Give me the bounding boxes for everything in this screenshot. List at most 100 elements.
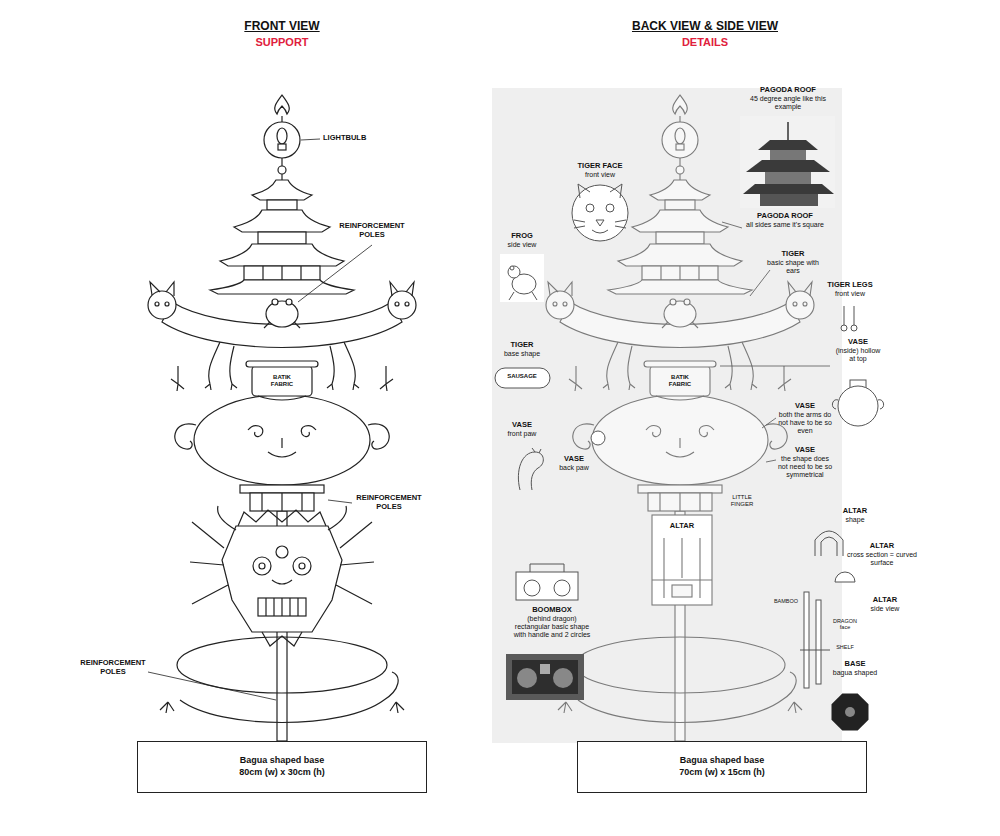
- callout-label: cross section = curved surface: [846, 551, 918, 567]
- drawing-line: [766, 460, 776, 462]
- drawing-circle: [517, 668, 537, 688]
- pagoda-photo: [740, 116, 835, 208]
- drawing-rect: [500, 254, 544, 302]
- drawing-line: [301, 139, 320, 140]
- drawing-path: [832, 400, 883, 409]
- drawing-rect: [495, 368, 550, 388]
- base-box: Bagua shaped base80cm (w) x 30cm (h): [137, 741, 427, 793]
- callout-label: 45 degree angle like this example: [740, 95, 836, 111]
- drawing-line: [148, 672, 276, 700]
- drawing-line: [720, 366, 830, 367]
- callout-label: front view: [570, 171, 630, 179]
- drawing-path: [578, 184, 622, 198]
- drawing-path: [746, 160, 830, 172]
- drawing-circle: [606, 204, 614, 212]
- base-label: 70cm (w) x 15cm (h): [679, 767, 765, 779]
- drawing-rect: [760, 194, 818, 206]
- drawing-rect: [672, 585, 692, 597]
- callout-label: BATIK FABRIC: [660, 374, 700, 388]
- boombox-photo: [506, 654, 584, 700]
- drawing-polygon: [832, 694, 869, 731]
- base-label: Bagua shaped base: [240, 755, 325, 767]
- callout-label: (inside) hollow at top: [832, 347, 884, 363]
- drawing-path: [758, 140, 818, 150]
- callout-label: BASE: [827, 660, 883, 669]
- callout-label: SHELF: [832, 644, 858, 650]
- callout-label: side view: [497, 241, 547, 249]
- callout-label: DRAGON face: [832, 618, 858, 631]
- drawing-rect: [770, 150, 806, 160]
- base-label: 80cm (w) x 30cm (h): [239, 767, 325, 779]
- drawing-circle: [508, 266, 520, 278]
- leader-lines: [720, 222, 830, 462]
- drawing-line: [762, 418, 776, 428]
- callout-label: REINFORCEMENT POLES: [78, 659, 148, 676]
- callout-label: REINFORCEMENT POLES: [337, 222, 407, 239]
- drawing-rect: [516, 572, 578, 600]
- drawing-circle: [253, 557, 271, 575]
- base-box: Bagua shaped base70cm (w) x 15cm (h): [577, 741, 867, 793]
- callout-label: (behind dragon) rectangular basic shape …: [509, 615, 595, 639]
- drawing-circle: [586, 204, 594, 212]
- callout-label: VASE: [497, 421, 547, 430]
- callout-label: the shape does not need to be so symmetr…: [777, 455, 833, 479]
- callout-label: front paw: [497, 430, 547, 438]
- callout-label: LITTLE FINGER: [725, 494, 759, 508]
- drawing-path: [574, 220, 626, 233]
- detail-sketches: [495, 184, 884, 688]
- drawing-line: [722, 222, 742, 228]
- drawing-circle: [524, 580, 540, 596]
- callout-label: BAMBOO: [771, 598, 801, 604]
- drawing-rect: [540, 664, 550, 674]
- drawing-path: [266, 598, 298, 616]
- callout-label: both the arms do not have to be so even: [777, 411, 833, 435]
- callout-label: ALTAR: [860, 596, 910, 605]
- drawing-circle: [851, 325, 857, 331]
- section-heading: DETAILS: [605, 36, 805, 49]
- drawing-path: [743, 184, 834, 194]
- drawing-circle: [259, 563, 265, 569]
- section-heading: SUPPORT: [182, 36, 382, 49]
- view-heading: FRONT VIEW: [172, 20, 392, 34]
- callout-label: ALTAR: [846, 542, 918, 551]
- callout-label: basic shape with ears: [763, 259, 823, 275]
- callout-label: front view: [825, 290, 875, 298]
- drawing-path: [218, 506, 347, 530]
- callout-label: VASE: [832, 338, 884, 347]
- drawing-rect: [816, 600, 821, 684]
- view-heading: BACK VIEW & SIDE VIEW: [575, 20, 835, 34]
- drawing-path: [835, 572, 855, 582]
- drawing-path: [509, 292, 537, 300]
- drawing-line: [800, 650, 830, 651]
- drawing-line: [328, 500, 352, 503]
- bagua-symbol: [832, 694, 869, 731]
- drawing-path: [518, 448, 543, 490]
- drawing-path: [844, 306, 854, 325]
- callout-label: ALTAR: [830, 507, 880, 516]
- callout-label: PAGODA ROOF: [745, 212, 825, 221]
- callout-label: bagua shaped: [827, 669, 883, 677]
- callout-label: back paw: [556, 464, 592, 472]
- callout-label: REINFORCEMENT POLES: [354, 494, 424, 511]
- callout-label: TIGER: [763, 250, 823, 259]
- callout-label: TIGER LEGS: [825, 281, 875, 290]
- drawing-path: [530, 564, 564, 572]
- drawing-path: [222, 526, 342, 632]
- callout-label: VASE: [556, 455, 592, 464]
- drawing-path: [652, 538, 712, 598]
- callout-label: ALTAR: [662, 522, 702, 531]
- callout-label: SAUSAGE: [497, 373, 547, 380]
- callout-label: VASE: [777, 402, 833, 411]
- leader-lines: [148, 139, 372, 700]
- callout-label: TIGER: [492, 341, 552, 350]
- front-view-figure: [148, 95, 416, 741]
- drawing-circle: [591, 431, 605, 445]
- callout-label: LIGHTBULB: [323, 134, 403, 143]
- drawing-rect: [740, 116, 835, 208]
- drawing-line: [787, 122, 789, 140]
- drawing-rect: [258, 598, 306, 616]
- drawing-circle: [838, 386, 878, 426]
- drawing-circle: [841, 325, 847, 331]
